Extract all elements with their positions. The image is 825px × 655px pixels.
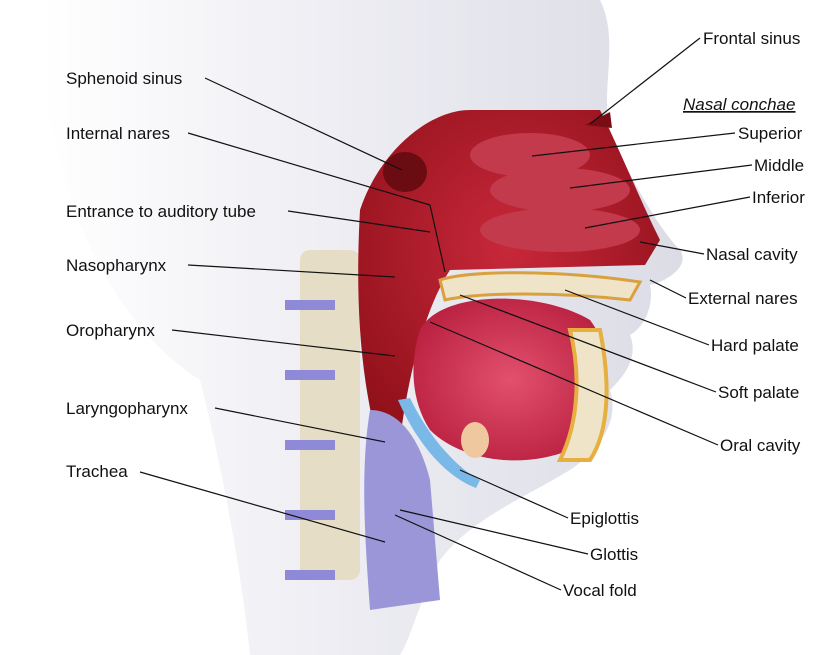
- label-nasopharynx: Nasopharynx: [66, 256, 167, 275]
- label-entrance-auditory-tube: Entrance to auditory tube: [66, 202, 256, 221]
- spine: [300, 250, 360, 580]
- label-inferior: Inferior: [752, 188, 805, 207]
- label-internal-nares: Internal nares: [66, 124, 170, 143]
- jaw: [556, 328, 609, 462]
- label-sphenoid-sinus: Sphenoid sinus: [66, 69, 182, 88]
- label-oral-cavity: Oral cavity: [720, 436, 801, 455]
- frontal-sinus: [585, 112, 612, 128]
- label-frontal-sinus: Frontal sinus: [703, 29, 800, 48]
- label-soft-palate: Soft palate: [718, 383, 799, 402]
- intervertebral-discs: [285, 300, 335, 580]
- hyoid: [461, 422, 489, 458]
- label-trachea: Trachea: [66, 462, 128, 481]
- label-oropharynx: Oropharynx: [66, 321, 155, 340]
- label-hard-palate: Hard palate: [711, 336, 799, 355]
- label-nasal-cavity: Nasal cavity: [706, 245, 798, 264]
- label-glottis: Glottis: [590, 545, 638, 564]
- label-epiglottis: Epiglottis: [570, 509, 639, 528]
- label-middle: Middle: [754, 156, 804, 175]
- epiglottis: [398, 398, 480, 488]
- nasal-conchae: [470, 133, 640, 252]
- sphenoid-sinus: [383, 152, 427, 192]
- label-nasal-conchae: Nasal conchae: [683, 95, 795, 114]
- label-laryngopharynx: Laryngopharynx: [66, 399, 188, 418]
- leader-lines: [139, 37, 753, 591]
- hard-palate: [438, 271, 643, 302]
- label-external-nares: External nares: [688, 289, 798, 308]
- label-vocal-fold: Vocal fold: [563, 581, 637, 600]
- label-superior: Superior: [738, 124, 803, 143]
- tongue: [413, 298, 608, 461]
